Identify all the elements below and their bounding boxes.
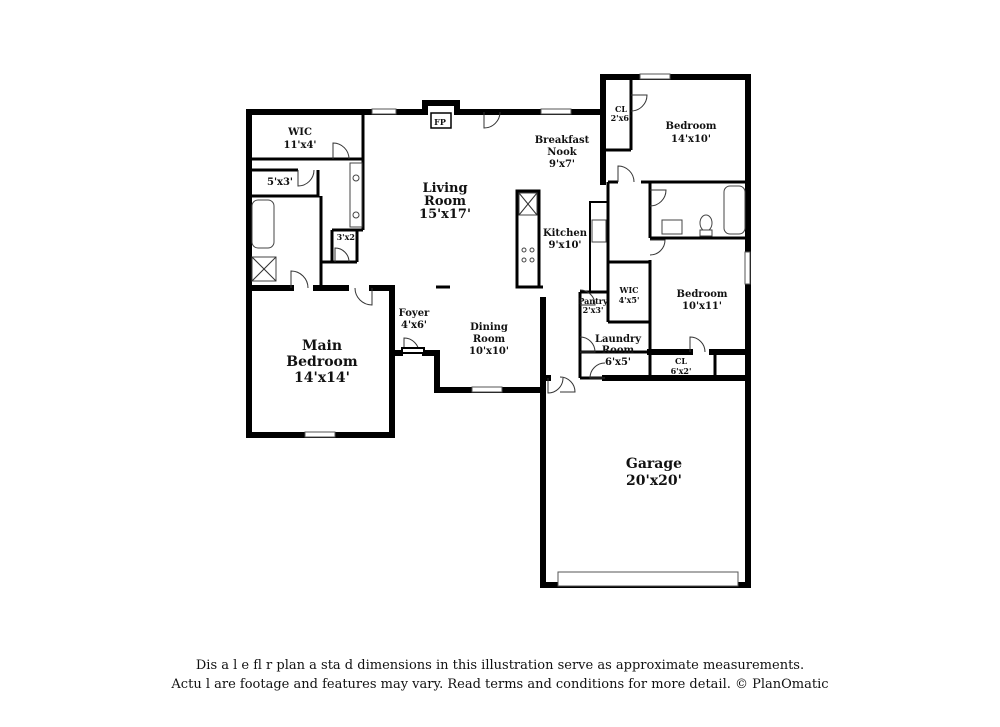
fireplace-label: FP [434,117,446,127]
main-bedroom-size: 14'x14' [294,370,350,386]
living-room-name-1: Living [422,181,467,196]
closet-bed2-size: 2'x6' [611,113,632,123]
main-bedroom-name-1: Main [302,338,342,354]
bedroom-3-name: Bedroom [677,289,728,300]
pantry-name: Pantry [578,296,608,306]
closet-bed3-name: CL [675,356,687,366]
breakfast-nook-size: 9'x7' [549,159,575,170]
closet-bed3-size: 6'x2' [671,366,692,376]
garage-name: Garage [626,456,682,472]
dining-room-name-1: Dining [470,322,508,333]
wic-main-size: 11'x4' [284,140,317,151]
disclaimer: Dis a l e fl r plan a sta d dimensions i… [60,656,940,694]
wic-bed3-name: WIC [618,285,638,295]
breakfast-nook-name-1: Breakfast [535,135,590,146]
breakfast-nook-name-2: Nook [547,147,577,158]
windows [304,73,751,587]
fixtures [251,112,746,282]
kitchen-name: Kitchen [543,228,588,239]
wic-main-name: WIC [287,127,312,138]
pantry-size: 2'x3' [583,305,604,315]
dining-room-size: 10'x10' [469,346,509,357]
interior-walls [246,77,751,381]
living-room-size: 15'x17' [419,207,471,222]
living-room-name-2: Room [424,194,466,209]
dining-room-name-2: Room [473,334,506,345]
wic-bed3-size: 4'x5' [619,295,640,305]
laundry-room-name-2: Room [602,345,635,356]
foyer-name: Foyer [399,308,430,319]
foyer-size: 4'x6' [401,320,427,331]
linen-size: 5'x3' [267,177,293,188]
doors [290,94,706,394]
closet-small-size: 3'x2' [337,232,358,242]
disclaimer-line-1: Dis a l e fl r plan a sta d dimensions i… [195,658,805,673]
bedroom-2-size: 14'x10' [671,134,711,145]
bedroom-2-name: Bedroom [666,121,717,132]
laundry-room-size: 6'x5' [605,357,631,368]
garage-size: 20'x20' [626,473,682,489]
laundry-room-name-1: Laundry [595,334,642,345]
closet-bed2-name: CL [615,104,627,114]
room-labels: WIC 11'x4' 5'x3' 3'x2' Main Bedroom 14'x… [267,104,728,489]
kitchen-size: 9'x10' [549,240,582,251]
main-bedroom-name-2: Bedroom [286,354,358,370]
bedroom-3-size: 10'x11' [682,301,722,312]
disclaimer-line-2: Actu l are footage and features may vary… [171,677,829,692]
